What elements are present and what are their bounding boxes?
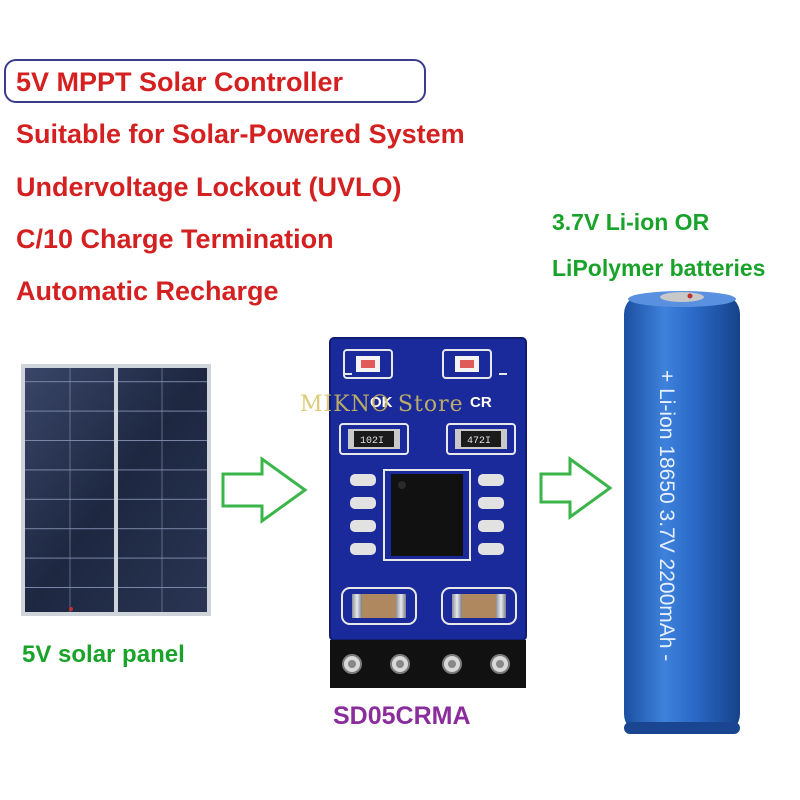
title-highlight-box <box>4 59 426 103</box>
pcb-module-image: OK CR 102I 472I <box>329 337 527 688</box>
feature-line-1: Suitable for Solar-Powered System <box>16 119 465 149</box>
solar-panel-caption: 5V solar panel <box>22 641 185 668</box>
feature-line-3: C/10 Charge Termination <box>16 224 334 254</box>
feature-line-4: Automatic Recharge <box>16 276 279 306</box>
battery-18650-image: + Li-ion 18650 3.7V 2200mAh - <box>624 291 740 734</box>
battery-label: + Li-ion 18650 3.7V 2200mAh - <box>655 370 678 661</box>
store-watermark: MIKNO Store <box>300 392 464 417</box>
battery-caption-line-2: LiPolymer batteries <box>552 255 766 281</box>
arrow-right-icon <box>221 456 308 524</box>
battery-caption-line-1: 3.7V Li-ion OR <box>552 209 710 235</box>
solar-panel-image <box>21 364 211 616</box>
led-label-cr: CR <box>470 394 492 411</box>
arrow-right-icon <box>539 456 613 520</box>
feature-line-2: Undervoltage Lockout (UVLO) <box>16 172 402 202</box>
resistor-code-1: 102I <box>360 436 384 447</box>
led-label-ok: OK <box>370 394 393 411</box>
product-title: 5V MPPT Solar Controller <box>16 67 344 97</box>
module-caption: SD05CRMA <box>333 702 471 730</box>
resistor-code-2: 472I <box>467 436 491 447</box>
